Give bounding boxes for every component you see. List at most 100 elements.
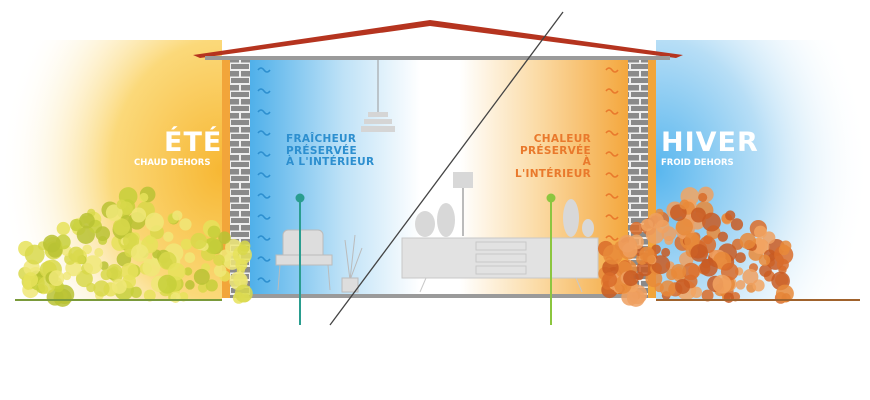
- wave: [605, 235, 619, 241]
- leaf: [218, 231, 231, 245]
- leaf: [742, 268, 759, 285]
- leaf: [48, 270, 65, 287]
- leaf: [46, 288, 64, 306]
- leaf: [172, 210, 183, 221]
- plant: [341, 234, 363, 293]
- line: À L'INTÉRIEUR: [514, 156, 591, 180]
- leaf: [86, 282, 96, 293]
- leaf: [105, 204, 123, 222]
- leaf: [690, 207, 706, 223]
- winter-title: HIVER: [661, 127, 759, 158]
- leaf: [701, 289, 714, 302]
- leaf: [690, 244, 709, 262]
- leaf: [702, 212, 721, 232]
- pin-cool: [295, 193, 305, 325]
- leaf: [735, 280, 746, 290]
- wave: [605, 151, 619, 157]
- line: PRÉSERVÉE: [286, 144, 357, 157]
- wave: [257, 67, 271, 73]
- leaf: [123, 232, 140, 249]
- leaf: [180, 238, 192, 250]
- leaf: [775, 284, 794, 303]
- wave: [605, 172, 619, 178]
- leaf: [157, 274, 177, 294]
- leaf: [107, 263, 123, 280]
- wave: [257, 109, 271, 115]
- summer-title: ÉTÉ: [164, 127, 223, 158]
- leaf: [83, 255, 103, 275]
- leaf: [717, 231, 729, 242]
- leaf: [76, 255, 86, 264]
- divider-line: [329, 11, 564, 326]
- leaf: [120, 262, 139, 281]
- line: FRAÎCHEUR: [286, 133, 357, 145]
- leaf: [24, 244, 45, 265]
- wave: [605, 109, 619, 115]
- leaf: [197, 282, 208, 293]
- leaf: [190, 232, 207, 250]
- leaf: [207, 225, 221, 239]
- leaf: [629, 221, 644, 236]
- winter-subtitle: FROID DEHORS: [661, 158, 734, 168]
- leaf: [654, 282, 664, 293]
- wave: [257, 88, 271, 94]
- wave: [257, 193, 271, 199]
- floor: [250, 294, 628, 298]
- leaf: [671, 263, 687, 280]
- wave: [605, 193, 619, 199]
- leaf: [618, 234, 636, 253]
- wave: [605, 214, 619, 220]
- leaf: [131, 207, 147, 223]
- wave: [605, 88, 619, 94]
- leaf: [712, 274, 732, 294]
- brick-wall-left: [230, 60, 250, 298]
- leaf: [184, 252, 196, 263]
- leaf: [725, 210, 736, 221]
- leaf: [758, 254, 771, 266]
- leaf: [213, 254, 225, 266]
- leaf: [739, 232, 756, 250]
- leaf: [700, 258, 718, 277]
- leaf: [183, 267, 193, 276]
- wave: [605, 130, 619, 136]
- cool-waves: [257, 67, 271, 283]
- leaf: [93, 280, 110, 297]
- vases: [415, 172, 594, 237]
- leaf: [111, 278, 127, 294]
- leaf: [70, 218, 83, 232]
- leaf: [780, 240, 792, 252]
- summer-bush: [18, 186, 253, 307]
- leaf: [661, 247, 671, 257]
- wave: [257, 172, 271, 178]
- leaf: [735, 252, 746, 263]
- leaf: [754, 225, 767, 239]
- leaf: [112, 218, 131, 236]
- leaf: [698, 192, 708, 202]
- leaf: [759, 264, 772, 278]
- line: À L'INTÉRIEUR: [286, 156, 375, 169]
- leaf: [602, 272, 618, 288]
- leaf: [204, 237, 222, 254]
- leaf: [234, 284, 253, 303]
- leaf: [94, 247, 104, 257]
- leaf: [675, 218, 693, 236]
- line: CHALEUR: [533, 133, 591, 145]
- wave: [257, 151, 271, 157]
- leaf: [675, 278, 691, 294]
- leaf: [659, 280, 677, 297]
- leaf: [79, 212, 95, 229]
- leaf: [193, 268, 210, 285]
- leaf: [646, 255, 656, 264]
- wave: [257, 277, 271, 283]
- leaf: [679, 199, 690, 210]
- leaf: [56, 221, 71, 236]
- leaf: [170, 292, 181, 303]
- leaf: [143, 289, 156, 302]
- insulation-left: [222, 60, 230, 298]
- leaf: [723, 292, 735, 303]
- leaf: [213, 264, 227, 278]
- leaf: [179, 218, 192, 231]
- leaf: [163, 231, 174, 242]
- leaf: [167, 262, 186, 281]
